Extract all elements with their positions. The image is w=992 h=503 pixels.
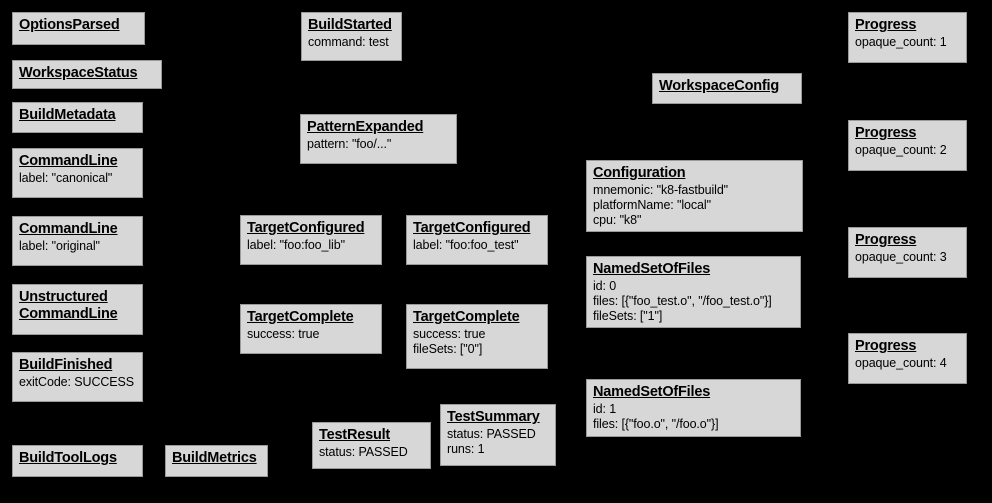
- node-properties: opaque_count: 3: [855, 250, 960, 265]
- node-title: CommandLine: [19, 221, 118, 237]
- node-property: exitCode: SUCCESS: [19, 375, 135, 390]
- node-title: BuildMetadata: [19, 107, 116, 123]
- node-target-configured-foo-test[interactable]: TargetConfigured label: "foo:foo_test": [406, 215, 548, 265]
- node-property: opaque_count: 4: [855, 356, 947, 371]
- node-properties: label: "canonical": [19, 171, 136, 186]
- node-build-tool-logs[interactable]: BuildToolLogs: [12, 445, 143, 477]
- node-property: files: [{"foo_test.o", "/foo_test.o"}]: [593, 293, 772, 308]
- node-property: mnemonic: "k8-fastbuild": [593, 183, 729, 198]
- node-target-complete-lib[interactable]: TargetComplete success: true: [240, 304, 382, 354]
- node-property: opaque_count: 2: [855, 143, 947, 158]
- node-title: TargetComplete: [413, 309, 520, 325]
- node-title: BuildStarted: [308, 17, 392, 33]
- node-properties: success: true: [247, 327, 375, 342]
- node-properties: exitCode: SUCCESS: [19, 375, 136, 390]
- node-title: BuildFinished: [19, 357, 113, 373]
- node-progress-4[interactable]: Progress opaque_count: 4: [848, 333, 967, 384]
- node-build-started[interactable]: BuildStarted command: test: [301, 12, 402, 61]
- node-property: label: "original": [19, 239, 100, 254]
- node-title: Progress: [855, 17, 917, 33]
- node-title: WorkspaceStatus: [19, 65, 138, 81]
- node-property: status: PASSED: [447, 427, 536, 442]
- node-property: id: 1: [593, 402, 617, 417]
- node-property: label: "foo:foo_lib": [247, 238, 345, 253]
- node-command-line-canonical[interactable]: CommandLine label: "canonical": [12, 148, 143, 198]
- node-property: fileSets: ["1"]: [593, 308, 663, 323]
- node-title: TargetConfigured: [247, 220, 365, 236]
- node-pattern-expanded[interactable]: PatternExpanded pattern: "foo/...": [300, 114, 457, 164]
- node-property: files: [{"foo.o", "/foo.o"}]: [593, 416, 719, 431]
- node-properties: status: PASSED: [319, 445, 424, 460]
- node-title: Unstructured CommandLine: [19, 289, 118, 323]
- node-build-metrics[interactable]: BuildMetrics: [165, 445, 268, 477]
- node-properties: opaque_count: 4: [855, 356, 960, 371]
- node-title: TargetConfigured: [413, 220, 531, 236]
- node-property: opaque_count: 3: [855, 250, 947, 265]
- node-title: NamedSetOfFiles: [593, 384, 711, 400]
- node-title: TestResult: [319, 427, 391, 443]
- node-title: Progress: [855, 232, 917, 248]
- node-workspace-status[interactable]: WorkspaceStatus: [12, 60, 162, 89]
- node-properties: mnemonic: "k8-fastbuild"platformName: "l…: [593, 183, 796, 227]
- node-title: BuildMetrics: [172, 450, 257, 466]
- node-property: label: "foo:foo_test": [413, 238, 519, 253]
- node-property: id: 0: [593, 279, 617, 294]
- node-title: OptionsParsed: [19, 17, 120, 33]
- node-configuration[interactable]: Configuration mnemonic: "k8-fastbuild"pla…: [586, 160, 803, 232]
- node-property: platformName: "local": [593, 197, 711, 212]
- node-properties: opaque_count: 2: [855, 143, 960, 158]
- node-title: Configuration: [593, 165, 686, 181]
- node-build-metadata[interactable]: BuildMetadata: [12, 102, 143, 133]
- node-title: TestSummary: [447, 409, 540, 425]
- node-property: pattern: "foo/...": [307, 137, 392, 152]
- node-title: CommandLine: [19, 153, 118, 169]
- node-property: status: PASSED: [319, 445, 408, 460]
- node-title: TargetComplete: [247, 309, 354, 325]
- node-property: label: "canonical": [19, 171, 113, 186]
- node-property: fileSets: ["0"]: [413, 341, 483, 356]
- node-title: Progress: [855, 338, 917, 354]
- node-title: WorkspaceConfig: [659, 78, 780, 94]
- node-options-parsed[interactable]: OptionsParsed: [12, 12, 145, 45]
- node-property: runs: 1: [447, 441, 485, 456]
- node-properties: pattern: "foo/...": [307, 137, 450, 152]
- node-workspace-config[interactable]: WorkspaceConfig: [652, 73, 802, 104]
- node-properties: label: "foo:foo_test": [413, 238, 541, 253]
- node-property: opaque_count: 1: [855, 35, 947, 50]
- node-title: PatternExpanded: [307, 119, 424, 135]
- node-properties: command: test: [308, 35, 395, 50]
- node-unstructured-command-line[interactable]: Unstructured CommandLine: [12, 284, 143, 335]
- node-properties: opaque_count: 1: [855, 35, 960, 50]
- node-target-configured-foo-lib[interactable]: TargetConfigured label: "foo:foo_lib": [240, 215, 382, 265]
- node-build-finished[interactable]: BuildFinished exitCode: SUCCESS: [12, 352, 143, 402]
- node-title: NamedSetOfFiles: [593, 261, 711, 277]
- node-title: BuildToolLogs: [19, 450, 117, 466]
- node-progress-3[interactable]: Progress opaque_count: 3: [848, 227, 967, 278]
- node-property: cpu: "k8": [593, 212, 642, 227]
- node-properties: label: "original": [19, 239, 136, 254]
- node-title: Progress: [855, 125, 917, 141]
- node-property: command: test: [308, 35, 389, 50]
- node-property: success: true: [413, 327, 486, 342]
- node-command-line-original[interactable]: CommandLine label: "original": [12, 216, 143, 266]
- node-test-result[interactable]: TestResult status: PASSED: [312, 422, 431, 469]
- node-properties: label: "foo:foo_lib": [247, 238, 375, 253]
- node-property: success: true: [247, 327, 320, 342]
- node-progress-1[interactable]: Progress opaque_count: 1: [848, 12, 967, 63]
- node-progress-2[interactable]: Progress opaque_count: 2: [848, 120, 967, 171]
